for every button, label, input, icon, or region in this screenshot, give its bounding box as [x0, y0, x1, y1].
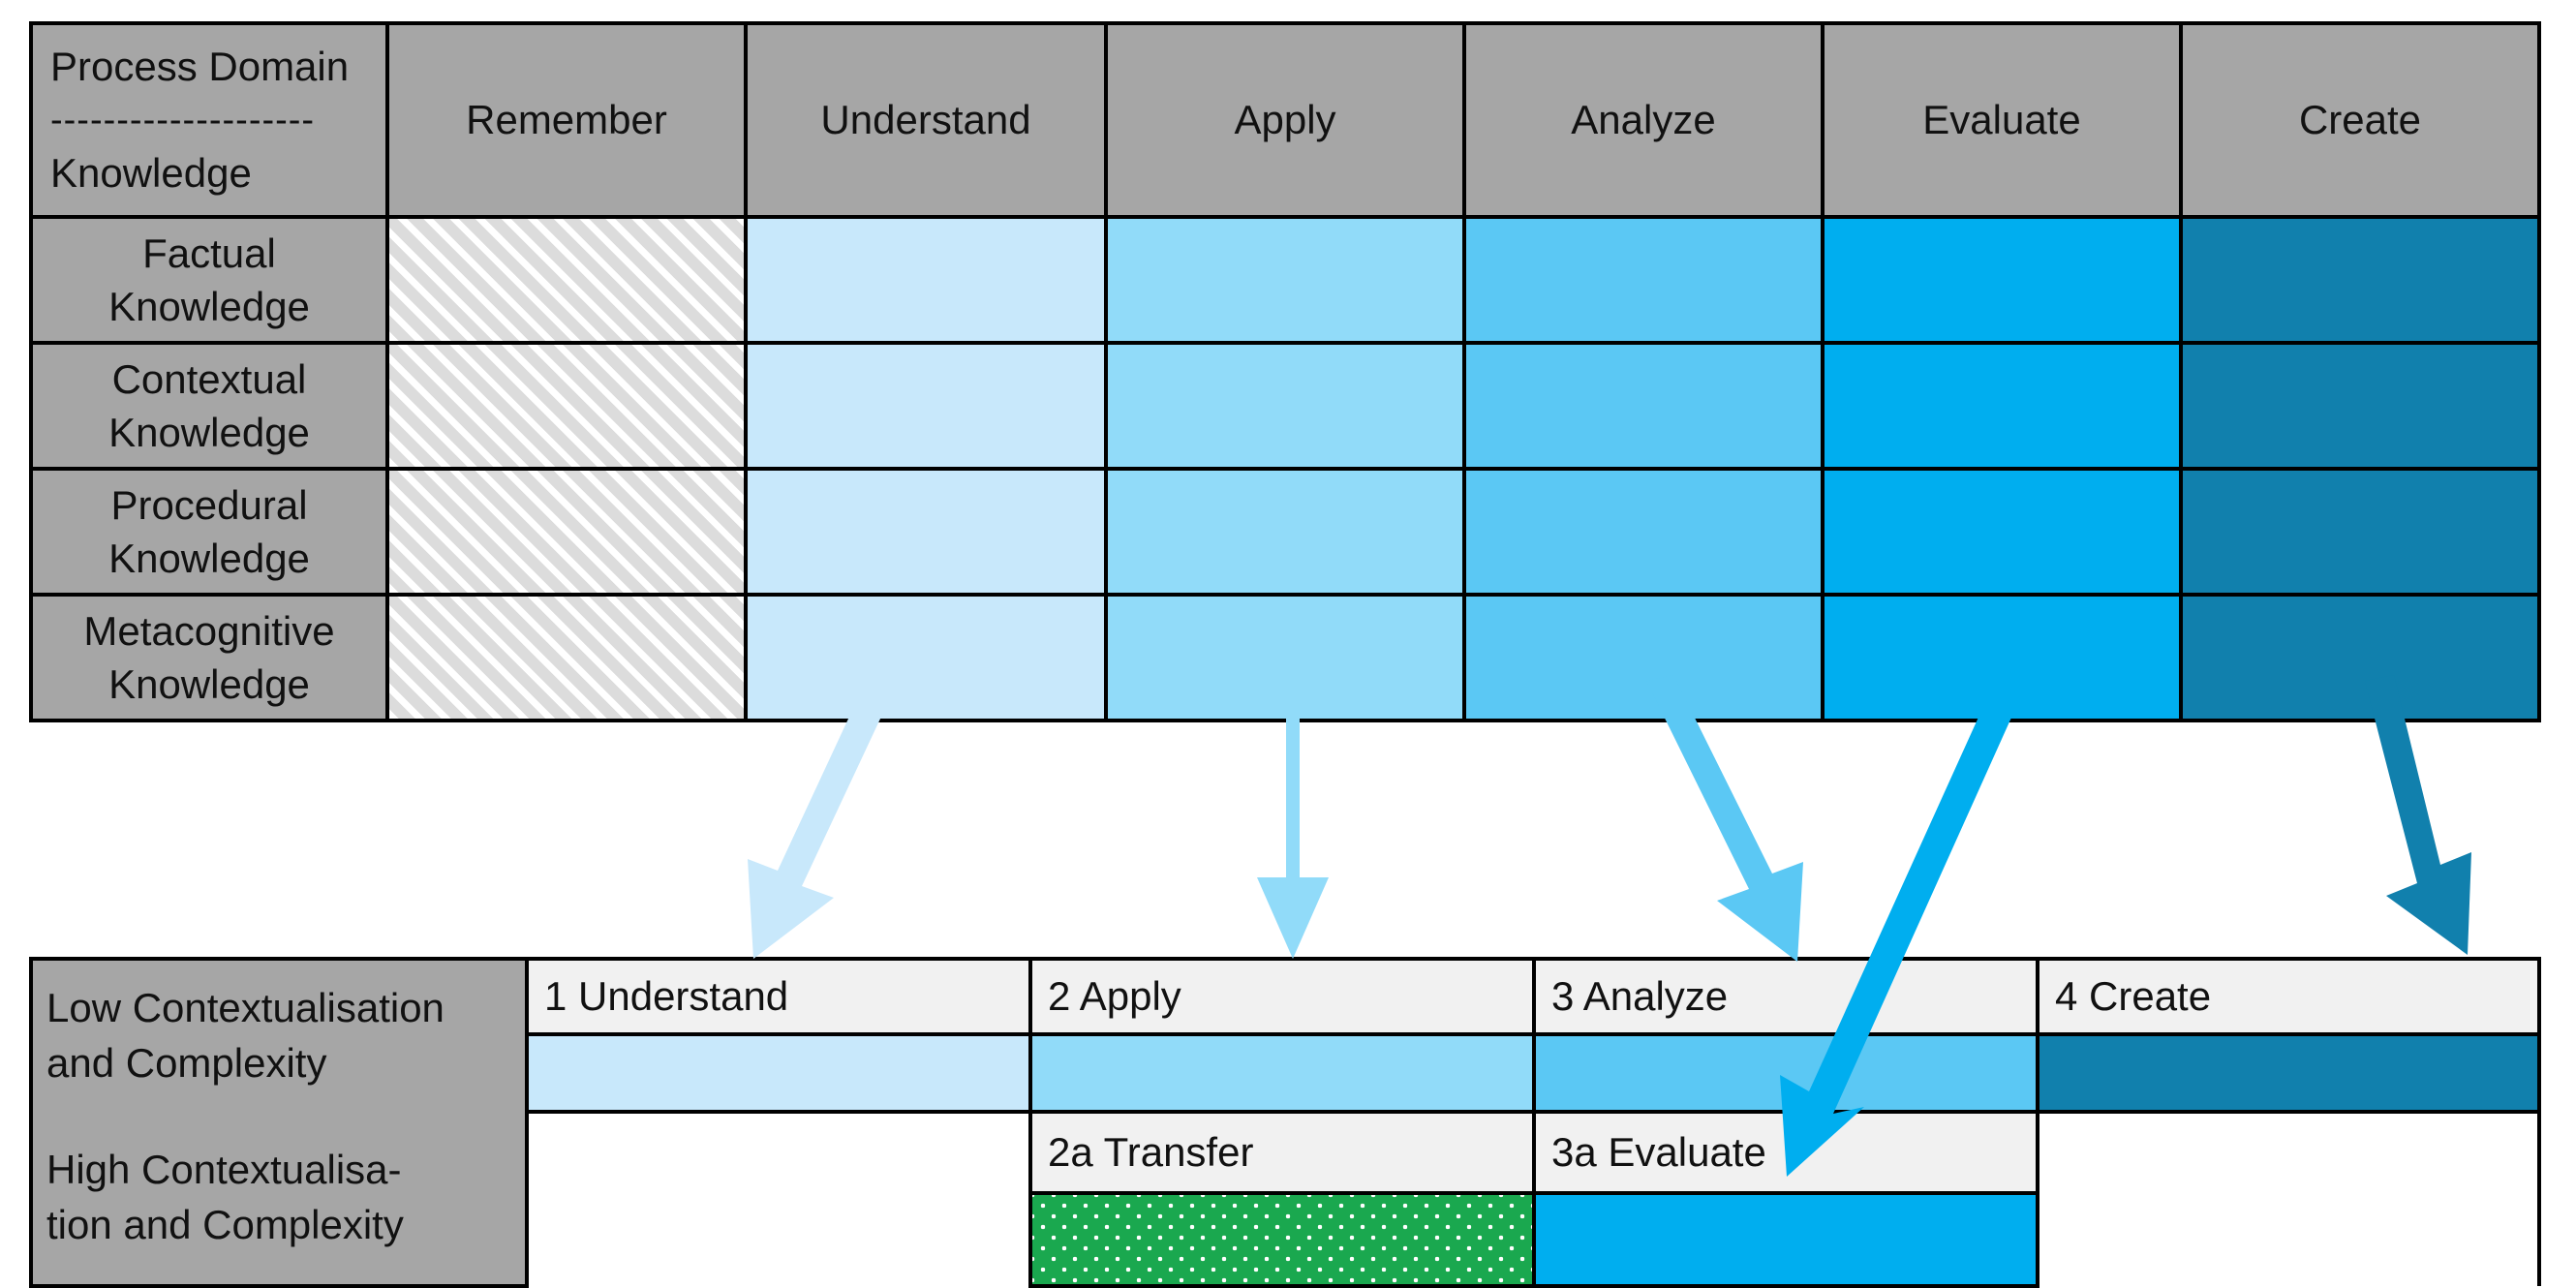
matrix-row-contextual: Contextual Knowledge: [29, 341, 2541, 472]
step-band-2-apply: [1028, 1032, 1536, 1114]
cell-factual-remember: [385, 215, 748, 346]
row-header-factual: Factual Knowledge: [29, 215, 389, 346]
step-band-2a-transfer: [1028, 1191, 1536, 1288]
step-label-4-create[interactable]: 4 Create: [2036, 957, 2541, 1036]
matrix-row-procedural: Procedural Knowledge: [29, 467, 2541, 598]
cell-factual-evaluate: [1821, 215, 2183, 346]
arrow-apply-icon: [1257, 684, 1329, 959]
step-label-2-apply[interactable]: 2 Apply: [1028, 957, 1536, 1036]
lower-row-low-labels: Low Contextualisation and Complexity 1 U…: [29, 957, 2541, 1112]
cell-procedural-analyze: [1462, 467, 1825, 598]
cell-contextual-remember: [385, 341, 748, 472]
cell-metacognitive-analyze: [1462, 593, 1825, 723]
corner-process-domain-label: Process Domain: [50, 44, 350, 89]
column-header-apply: Apply: [1104, 20, 1466, 220]
column-header-evaluate: Evaluate: [1821, 20, 2183, 220]
cell-metacognitive-understand: [744, 593, 1108, 723]
matrix-corner-cell: Process Domain -------------------- Know…: [29, 20, 389, 220]
cell-contextual-apply: [1104, 341, 1466, 472]
row-header-line2: Knowledge: [108, 284, 310, 330]
cell-procedural-remember: [385, 467, 748, 598]
matrix-row-factual: Factual Knowledge: [29, 215, 2541, 346]
corner-divider: --------------------: [50, 99, 316, 140]
cell-factual-create: [2179, 215, 2541, 346]
column-header-remember: Remember: [385, 20, 748, 220]
cell-metacognitive-create: [2179, 593, 2541, 723]
step-band-4-create: [2036, 1032, 2541, 1114]
lower-row-header-line2: and Complexity: [46, 1040, 327, 1086]
row-header-line2: Knowledge: [108, 661, 310, 708]
cell-procedural-understand: [744, 467, 1108, 598]
lower-row-header-line2: tion and Complexity: [46, 1202, 404, 1247]
row-header-metacognitive: Metacognitive Knowledge: [29, 593, 389, 723]
cell-contextual-evaluate: [1821, 341, 2183, 472]
lower-cell-high-empty-2: [2036, 1110, 2541, 1286]
lower-row-header-high: High Contextualisa- tion and Complexity: [29, 1112, 529, 1288]
cell-contextual-analyze: [1462, 341, 1825, 472]
row-header-line1: Factual: [142, 230, 276, 276]
step-band-3a-evaluate: [1532, 1191, 2039, 1288]
row-header-line2: Knowledge: [108, 410, 310, 456]
row-header-procedural: Procedural Knowledge: [29, 467, 389, 598]
corner-knowledge-label: Knowledge: [50, 150, 252, 197]
lower-row-high-labels: High Contextualisa- tion and Complexity …: [29, 1110, 2541, 1288]
process-knowledge-matrix: Process Domain -------------------- Know…: [29, 20, 2541, 723]
step-label-2a-transfer[interactable]: 2a Transfer: [1028, 1110, 1536, 1195]
cell-contextual-create: [2179, 341, 2541, 472]
row-header-line1: Contextual: [111, 355, 307, 402]
lower-row-header-line1: Low Contextualisation: [46, 985, 445, 1031]
cell-factual-analyze: [1462, 215, 1825, 346]
cell-metacognitive-apply: [1104, 593, 1466, 723]
lower-row-header-line1: High Contextualisa-: [46, 1147, 402, 1193]
cell-metacognitive-remember: [385, 593, 748, 723]
step-label-3a-evaluate[interactable]: 3a Evaluate: [1532, 1110, 2039, 1195]
row-header-line2: Knowledge: [108, 536, 310, 582]
cell-contextual-understand: [744, 341, 1108, 472]
row-header-line1: Metacognitive: [83, 607, 335, 654]
step-label-1-understand[interactable]: 1 Understand: [525, 957, 1032, 1036]
matrix-header-row: Process Domain -------------------- Know…: [29, 20, 2541, 220]
row-header-line1: Procedural: [110, 481, 308, 528]
matrix-row-metacognitive: Metacognitive Knowledge: [29, 593, 2541, 723]
row-header-contextual: Contextual Knowledge: [29, 341, 389, 472]
column-header-understand: Understand: [744, 20, 1108, 220]
lower-row-high-bands: [31, 1191, 2539, 1288]
lower-row-header-low: Low Contextualisation and Complexity: [29, 957, 529, 1112]
cell-procedural-create: [2179, 467, 2541, 598]
cell-factual-understand: [744, 215, 1108, 346]
cell-procedural-evaluate: [1821, 467, 2183, 598]
cell-factual-apply: [1104, 215, 1466, 346]
column-header-create: Create: [2179, 20, 2541, 220]
step-band-3-analyze: [1532, 1032, 2039, 1114]
complexity-progression-table: Low Contextualisation and Complexity 1 U…: [29, 957, 2541, 1288]
lower-cell-high-empty-1: [525, 1110, 1032, 1286]
cell-procedural-apply: [1104, 467, 1466, 598]
step-label-3-analyze[interactable]: 3 Analyze: [1532, 957, 2039, 1036]
step-band-1-understand: [525, 1032, 1032, 1114]
cell-metacognitive-evaluate: [1821, 593, 2183, 723]
column-header-analyze: Analyze: [1462, 20, 1825, 220]
